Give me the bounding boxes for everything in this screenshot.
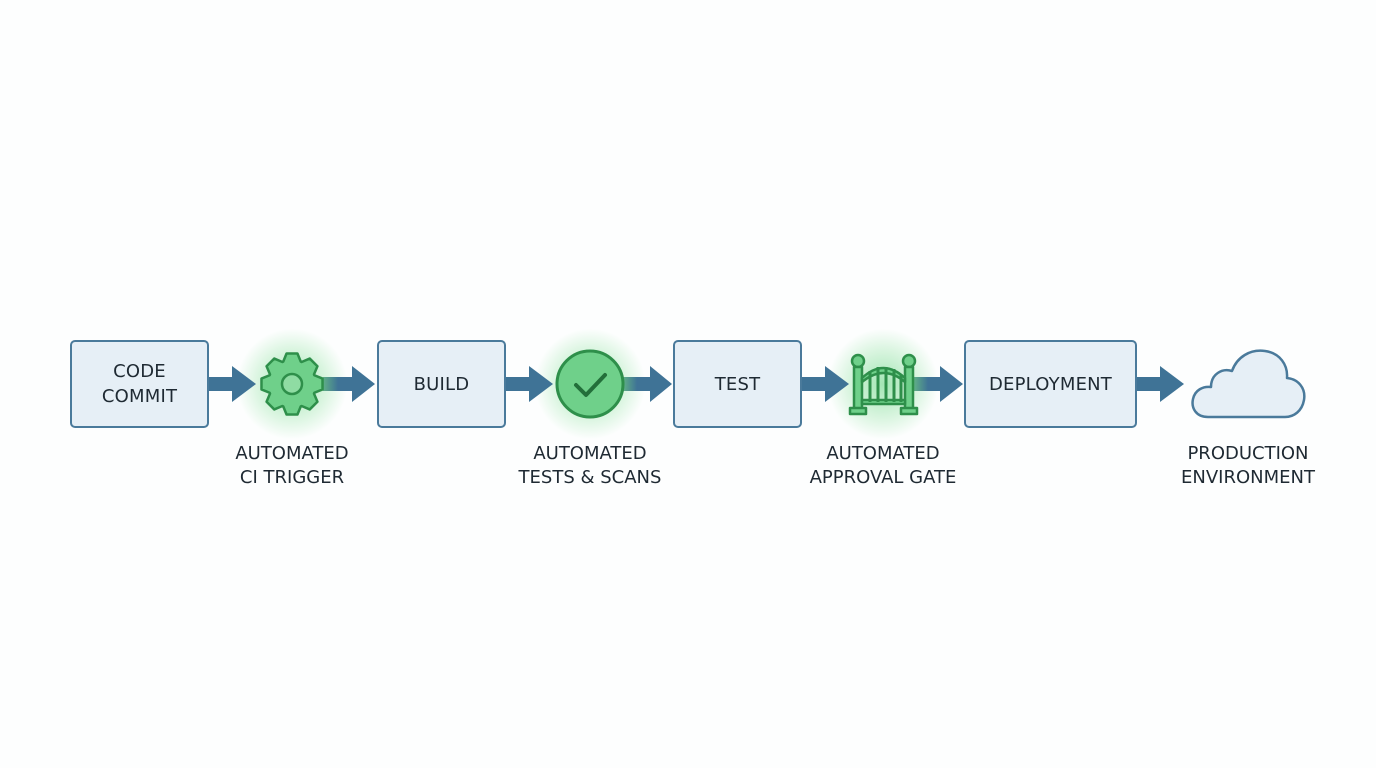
arrow-gear-to-build: [323, 366, 375, 402]
stage-label: BUILD: [413, 373, 470, 395]
stage-build: BUILD: [377, 340, 506, 428]
stage-label: TEST: [714, 373, 761, 395]
check-circle-icon: [555, 349, 625, 419]
automation-label-tests-scans: AUTOMATED TESTS & SCANS: [518, 443, 662, 488]
stage-test: TEST: [673, 340, 802, 428]
automation-label-ci-trigger: AUTOMATED CI TRIGGER: [235, 443, 349, 488]
stage-code-commit: CODE COMMIT: [70, 340, 209, 428]
arrow-build-to-check: [506, 366, 553, 402]
destination-label: PRODUCTION ENVIRONMENT: [1181, 443, 1315, 488]
stage-label: DEPLOYMENT: [988, 373, 1113, 395]
cloud-icon: [1191, 349, 1306, 419]
arrow-gate-to-deployment: [914, 366, 963, 402]
arrow-check-to-test: [623, 366, 672, 402]
arrow-commit-to-gear: [209, 366, 256, 402]
automation-label-approval-gate: AUTOMATED APPROVAL GATE: [809, 443, 957, 488]
gate-icon: [848, 353, 919, 416]
stage-deployment: DEPLOYMENT: [964, 340, 1137, 428]
arrow-deployment-to-cloud: [1137, 366, 1184, 402]
arrow-test-to-gate: [802, 366, 849, 402]
gear-icon: [260, 352, 324, 416]
stage-label: CODE COMMIT: [101, 361, 178, 407]
